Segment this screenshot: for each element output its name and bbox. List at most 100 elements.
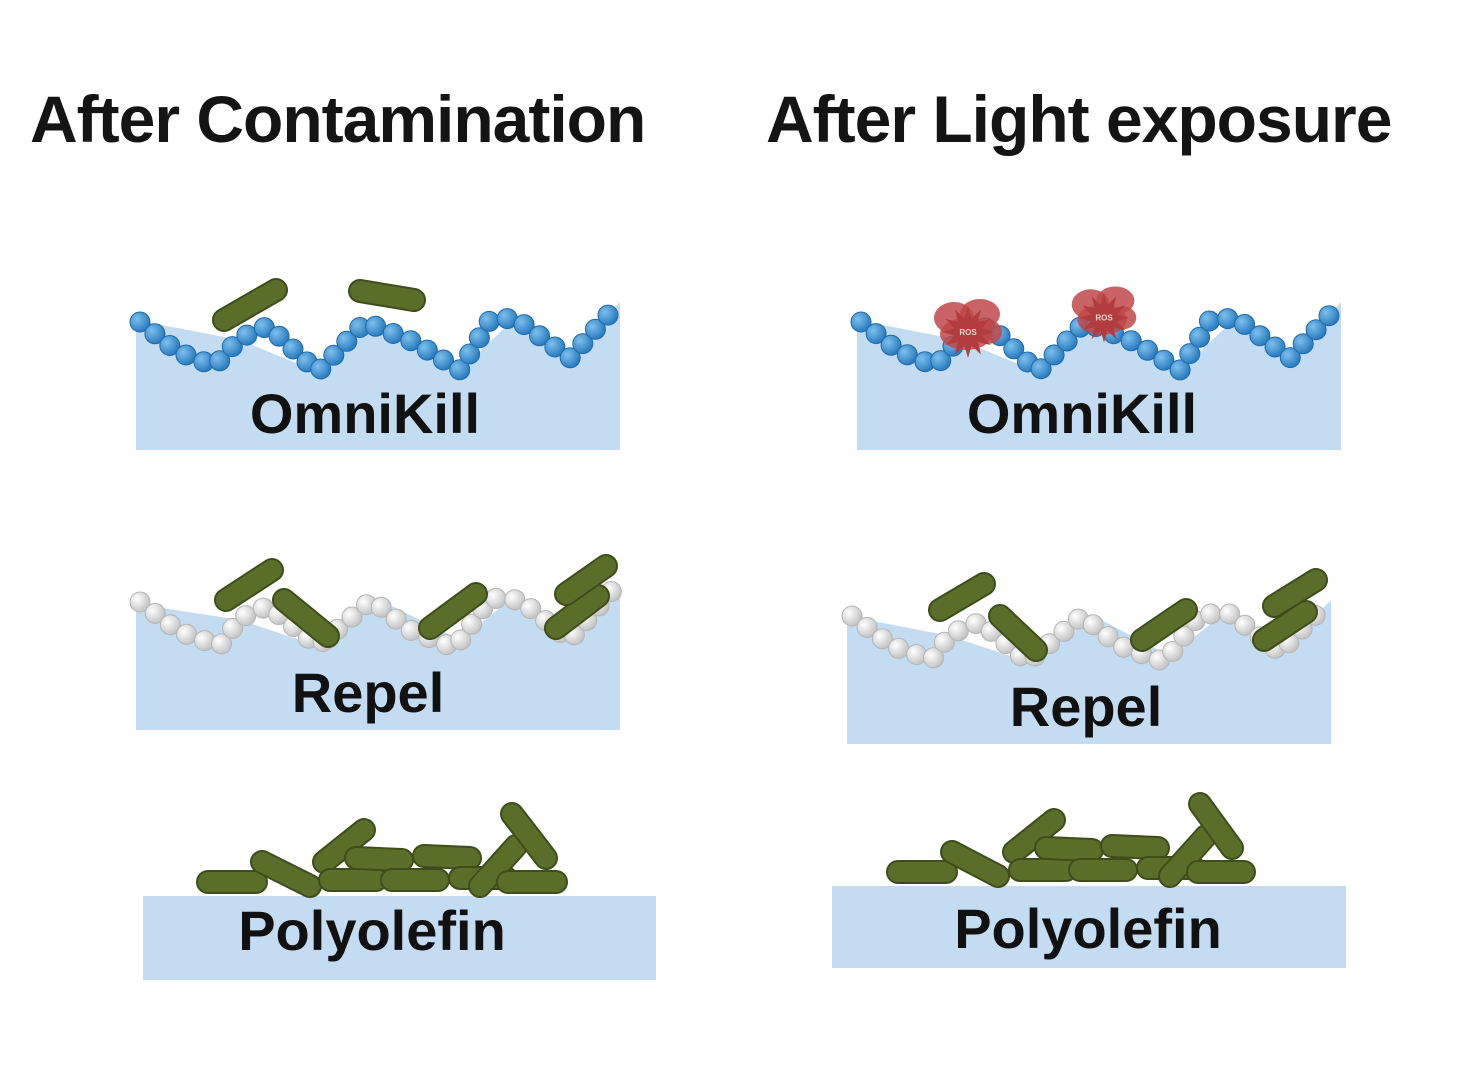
bead [529,325,550,347]
bead [1137,339,1159,361]
bacterium [1262,568,1328,618]
ros-burst: ROS [1071,286,1137,343]
bead [468,327,490,349]
panel-polyolefin-light: Polyolefin [832,792,1346,968]
bead [385,608,407,630]
panel-repel-light: Repel [841,568,1331,744]
bacterium [312,818,376,874]
bead [1043,344,1065,366]
bacterium [554,554,618,606]
repel-substrate [847,600,1331,744]
bead [584,318,606,340]
panel-repel-contamination: Repel [129,554,622,730]
bead [1120,330,1142,352]
bead [597,304,619,326]
bacterium [1002,808,1066,864]
bead [176,623,198,645]
polyolefin-substrate [143,896,656,980]
bead [1318,305,1340,327]
bead [194,630,215,652]
bead [370,596,392,618]
bead [1162,640,1184,662]
bacteria-group [928,568,1328,662]
bead [1234,313,1256,335]
ros-label: ROS [1095,314,1113,323]
bead [1234,614,1256,636]
bead [850,311,872,333]
bead [144,602,166,624]
bacterium [940,840,1010,888]
omnikill-bead-chain [129,304,619,381]
bead [336,330,358,352]
bacterium [928,572,996,622]
bacterium [1100,834,1170,860]
omnikill-substrate [136,302,620,450]
bacterium [214,558,284,612]
bead [323,344,345,366]
bacteria-group [214,554,618,648]
bead [1173,625,1195,647]
bead [865,323,887,345]
bacterium [1034,836,1104,862]
bead [871,628,893,650]
bead [947,620,969,642]
ros-spike [1079,293,1129,343]
panel-polyolefin-contamination: Polyolefin [143,802,656,980]
label-repel-right: Repel [1010,675,1163,738]
bead [1097,626,1119,648]
bead [1305,319,1327,341]
bead [129,311,151,333]
label-omnikill-right: OmniKill [967,382,1197,445]
bead [856,616,878,638]
bacterium [1252,600,1318,652]
bead [1200,603,1222,625]
bead [282,338,304,360]
bead [1169,359,1191,381]
bead [1003,338,1025,360]
bacterium [544,584,610,640]
ros-spike [942,306,994,358]
bead [1249,325,1271,347]
bead [221,336,243,358]
bead [236,324,258,346]
label-polyolefin-right: Polyolefin [954,897,1222,960]
bead [544,336,566,358]
omnikill-substrate [857,302,1341,450]
bead [478,310,500,332]
bacterium [250,850,322,898]
bead [1030,358,1052,380]
bead [1056,330,1078,352]
bacterium [988,604,1048,662]
bead [159,335,181,356]
bead [433,349,454,371]
bacterium [1158,824,1218,888]
repel-substrate [136,584,620,730]
bead [513,314,535,336]
bacterium [500,802,558,870]
bead [382,323,404,344]
bead [211,633,232,655]
panel-omnikill-light: ROS ROS OmniKill [850,286,1341,450]
bead [520,598,542,620]
polyolefin-substrate [832,886,1346,968]
bacterium [348,279,426,312]
bead [1179,343,1201,365]
bead [888,637,910,659]
bacteria-group [196,802,568,898]
bead [930,350,952,372]
bead [1189,326,1211,348]
bead [1153,349,1175,371]
bacterium [468,834,528,898]
bead [559,347,581,369]
bead [1292,333,1314,355]
bead [504,589,526,611]
ros-label: ROS [959,328,977,337]
bead [1279,347,1301,369]
bead [449,359,471,381]
bead [365,315,387,337]
label-polyolefin-left: Polyolefin [238,899,506,962]
bead [896,344,918,366]
bacterium [344,846,414,872]
bacterium [212,278,288,332]
